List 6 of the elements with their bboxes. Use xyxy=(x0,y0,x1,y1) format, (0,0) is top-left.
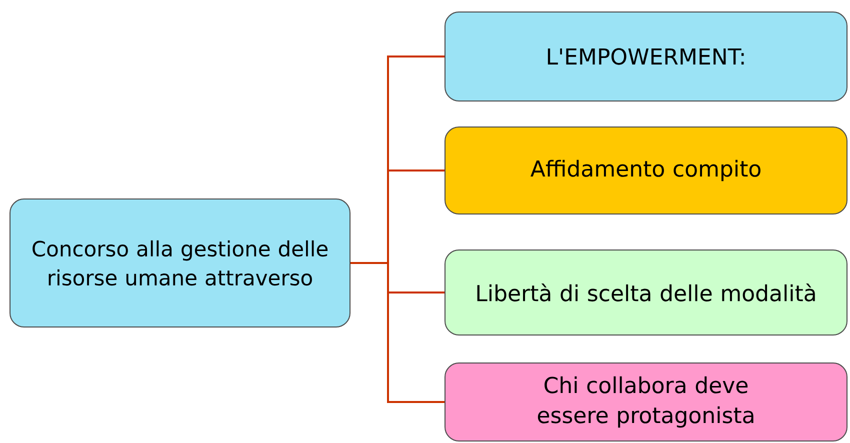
topic-box: Affidamento compito xyxy=(444,126,848,214)
topic-box: Concorso alla gestione delle risorse umane attraverso xyxy=(10,198,350,328)
connector-line xyxy=(350,262,444,403)
topic-box: Libertà di scelta delle modalità xyxy=(444,250,848,336)
topic-box: Chi collabora deve essere protagonista xyxy=(444,362,848,442)
topic-box: L'EMPOWERMENT: xyxy=(444,12,848,102)
